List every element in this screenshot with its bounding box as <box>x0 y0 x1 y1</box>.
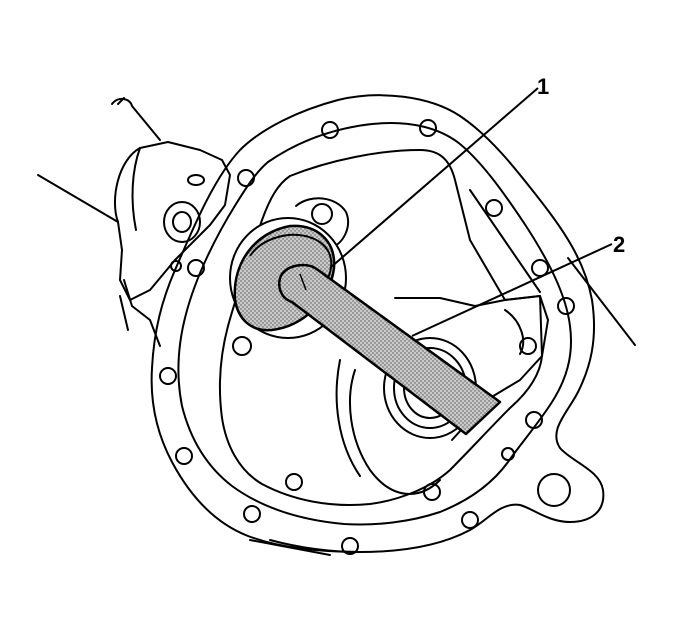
driver-handle <box>278 263 502 436</box>
flange-bottom-edge <box>249 539 331 556</box>
callout-label-2: 2 <box>613 232 626 257</box>
callout-2-leader <box>411 243 613 337</box>
gasket-surface <box>177 122 573 526</box>
callout-1-leader <box>329 87 539 269</box>
right-edge-line <box>469 189 541 293</box>
bolt-holes <box>159 119 575 555</box>
callout-label-1: 1 <box>537 74 550 99</box>
carrier-flange <box>150 94 605 553</box>
axle-tube-line <box>37 174 119 223</box>
axle-tube-right-line <box>567 257 636 346</box>
housing-boss <box>163 201 201 243</box>
vent-stud <box>111 98 161 141</box>
